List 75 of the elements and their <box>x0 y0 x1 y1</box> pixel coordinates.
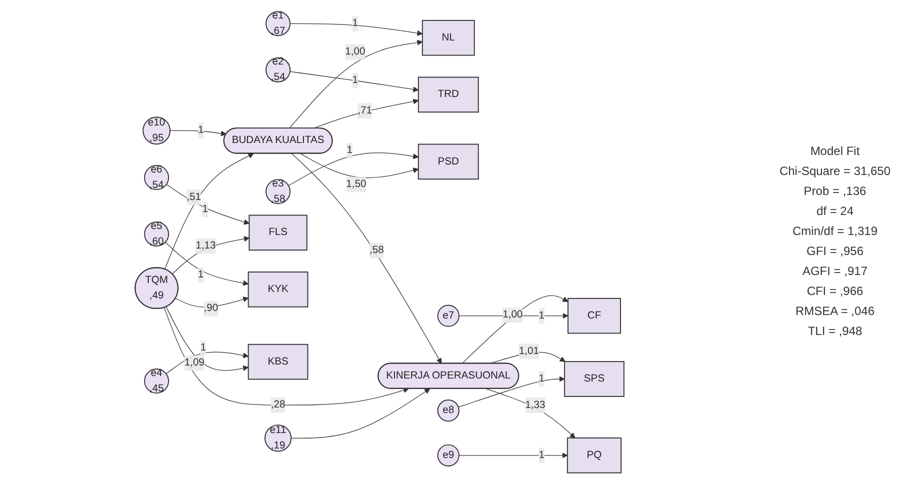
arrow <box>490 352 566 364</box>
edge-label: 1 <box>539 450 545 461</box>
node-box: KYK <box>248 272 309 308</box>
node-box: FLS <box>249 214 308 251</box>
edge-label: 1,33 <box>526 399 546 410</box>
arrow <box>166 184 250 225</box>
arrow <box>291 388 431 438</box>
arrow <box>462 295 569 364</box>
edge-label: 1 <box>347 144 353 156</box>
arrow <box>164 307 410 406</box>
arrow <box>486 388 576 438</box>
arrow <box>164 153 254 270</box>
edge-label: 1,09 <box>184 357 205 368</box>
node-circle: e1 ,67 <box>266 11 291 36</box>
edge-label: 1 <box>352 74 358 86</box>
edge-label: ,58 <box>370 244 384 256</box>
arrow <box>166 306 250 372</box>
arrow <box>165 242 250 286</box>
arrow <box>289 40 424 129</box>
node-circle: e8 <box>438 400 460 422</box>
fit-statistic: Chi-Square = 31,650 <box>779 164 891 178</box>
edge-label: 1,13 <box>196 240 216 252</box>
node-box: TRD <box>418 76 480 113</box>
fit-statistic: GFI = ,956 <box>806 244 864 258</box>
node-circle: e11 ,19 <box>264 424 292 452</box>
fit-statistic: RMSEA = ,046 <box>795 304 875 318</box>
node-circle: e6 ,54 <box>144 165 170 190</box>
edge-label: 1,00 <box>346 46 366 58</box>
edge-label: 1,00 <box>503 309 524 320</box>
arrow <box>290 71 420 92</box>
edge-label: 1,01 <box>519 346 540 357</box>
arrow <box>288 152 420 186</box>
fit-statistic: Model Fit <box>810 144 860 158</box>
edge-label: 1 <box>198 269 204 280</box>
fit-statistic: df = 24 <box>816 204 854 218</box>
node-circle: e4 ,45 <box>144 368 170 394</box>
node-box: CF <box>568 298 622 334</box>
edge-label: ,51 <box>187 191 202 202</box>
edge-label: 1 <box>539 310 545 321</box>
fit-statistic: AGFI = ,917 <box>802 264 868 278</box>
edge-label: 1 <box>200 342 207 354</box>
edge-label: 1 <box>202 204 208 215</box>
node-circle: e9 <box>438 444 460 466</box>
arrow <box>172 236 250 274</box>
arrow <box>459 312 569 319</box>
node-circle: e5 ,60 <box>144 222 170 247</box>
node-box: PSD <box>418 144 480 180</box>
arrow <box>176 296 250 308</box>
arrow <box>313 98 420 129</box>
fit-statistic: Cmin/df = 1,319 <box>792 224 878 238</box>
edge-label: ,71 <box>358 105 372 116</box>
arrow <box>290 23 424 36</box>
node-box: SPS <box>564 361 625 397</box>
fit-statistic: Prob = ,136 <box>804 184 866 198</box>
node-circle: e3 ,58 <box>266 179 291 204</box>
arrow <box>459 452 568 458</box>
arrow <box>166 352 250 374</box>
node-circle: e2 ,54 <box>266 57 291 82</box>
arrow <box>300 153 420 178</box>
edge-label: ,28 <box>271 399 286 410</box>
arrow <box>292 153 442 364</box>
arrow <box>170 130 227 136</box>
node-box: KBS <box>248 344 309 380</box>
fit-statistic: TLI = ,948 <box>808 324 862 338</box>
edge-label: 1 <box>198 124 204 136</box>
node-circle: e7 <box>438 304 460 327</box>
node-box: NL <box>422 20 476 56</box>
node-box: PQ <box>567 437 622 474</box>
arrow <box>458 376 566 408</box>
edge-label: 1 <box>352 18 358 29</box>
node-circle: e10 ,95 <box>143 116 171 145</box>
edge-label: 1 <box>539 373 545 384</box>
edge-label: ,90 <box>204 302 219 314</box>
fit-statistic: CFI = ,966 <box>806 284 864 298</box>
edge-label: 1,50 <box>346 178 367 190</box>
